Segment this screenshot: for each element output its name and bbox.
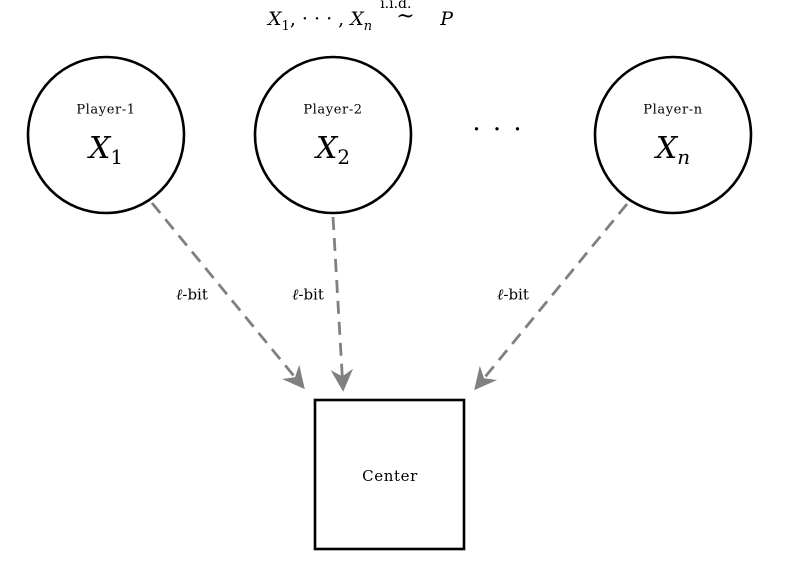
edge-player-2-to-center: [330, 216, 354, 392]
player-n-name: Player-n: [643, 102, 703, 118]
player-1-node: [26, 55, 186, 215]
iid-symbol: i.i.d.~: [380, 0, 415, 29]
player-2-node: [253, 55, 413, 215]
player-2-variable: X2: [315, 131, 351, 169]
player-1-name: Player-1: [76, 102, 136, 118]
formula-xn: Xn: [350, 8, 373, 34]
edge-2-label: ℓ-bit: [290, 285, 326, 305]
sampling-formula: X1, · · · , Xn i.i.d.~P: [268, 0, 453, 34]
formula-x1: X1: [268, 8, 290, 34]
edge-player-1-to-center: [150, 202, 305, 390]
players-ellipsis: · · ·: [472, 115, 524, 145]
player-1-variable: X1: [88, 131, 124, 169]
center-node: [313, 398, 466, 551]
center-label: Center: [362, 467, 418, 485]
edge-n-label: ℓ-bit: [495, 285, 531, 305]
player-2-name: Player-2: [303, 102, 363, 118]
distribution-symbol: P: [440, 8, 453, 30]
edge-player-n-to-center: [474, 203, 629, 391]
edge-1-label: ℓ-bit: [174, 285, 210, 305]
player-n-variable: Xn: [655, 131, 691, 169]
player-n-node: [593, 55, 753, 215]
formula-dots: · · ·: [301, 8, 333, 30]
